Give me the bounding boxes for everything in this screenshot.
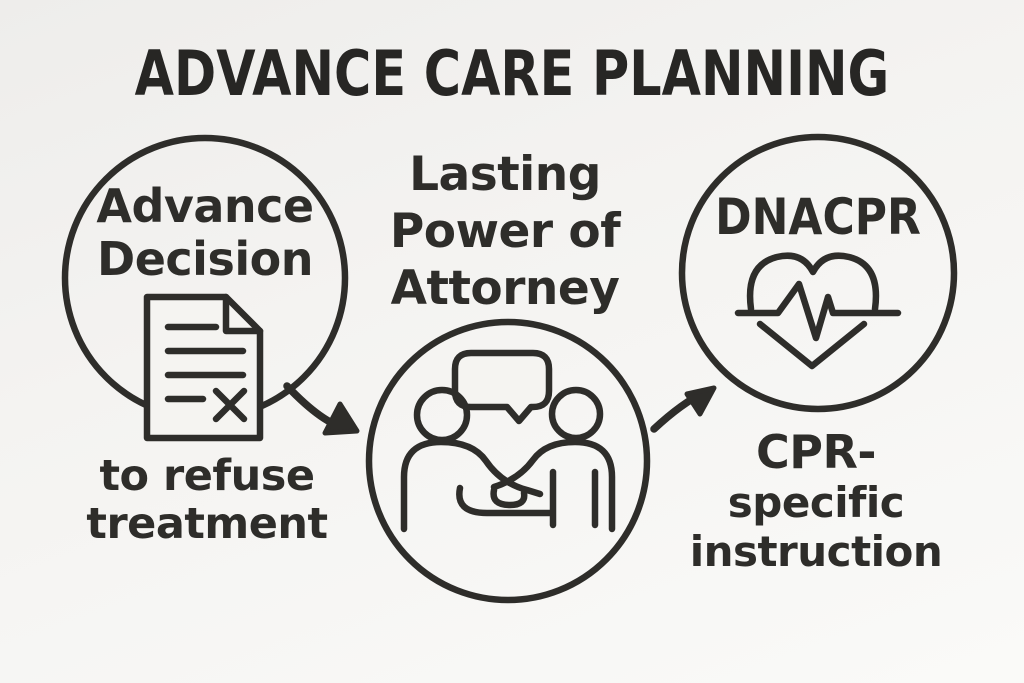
- lpa-heading-line1: Lasting: [409, 147, 601, 202]
- speech-bubble-icon: [451, 349, 553, 425]
- advance-decision-label-line1: Advance: [96, 179, 314, 233]
- advance-decision-label: Advance Decision: [45, 179, 365, 287]
- advance-decision-caption: to refuse treatment: [47, 452, 367, 548]
- dnacpr-circle: [678, 133, 958, 413]
- lpa-heading-line2: Power of: [389, 203, 621, 259]
- advance-decision-label-line2: Decision: [97, 232, 313, 287]
- dnacpr-caption-line1: CPR-: [756, 425, 877, 479]
- lpa-heading-line3: Attorney: [390, 260, 620, 316]
- page-title: ADVANCE CARE PLANNING: [134, 37, 890, 110]
- dnacpr-caption-line2: specific: [727, 478, 905, 528]
- dnacpr-caption-line3: instruction: [689, 527, 943, 577]
- lasting-power-of-attorney-circle: [365, 318, 651, 604]
- handshake-hands: [490, 486, 528, 509]
- left-person-head: [413, 386, 471, 444]
- curved-arrow-up-right-icon: [650, 385, 717, 433]
- dnacpr-label: DNACPR: [715, 188, 921, 246]
- lasting-power-of-attorney-heading: Lasting Power of Attorney: [345, 147, 665, 318]
- right-person-head: [548, 386, 604, 442]
- heart-ecg-icon: [734, 252, 902, 370]
- curved-arrow-down-right-icon: [283, 382, 360, 436]
- right-person-body: [490, 438, 616, 533]
- dnacpr-caption: CPR- specific instruction: [656, 425, 976, 577]
- advance-decision-caption-line1: to refuse: [99, 451, 315, 501]
- bench-line: [456, 484, 556, 517]
- document-with-cross-icon: [143, 293, 264, 442]
- two-people-conversation-handshake-icon: [400, 349, 616, 533]
- advance-decision-caption-line2: treatment: [86, 499, 328, 550]
